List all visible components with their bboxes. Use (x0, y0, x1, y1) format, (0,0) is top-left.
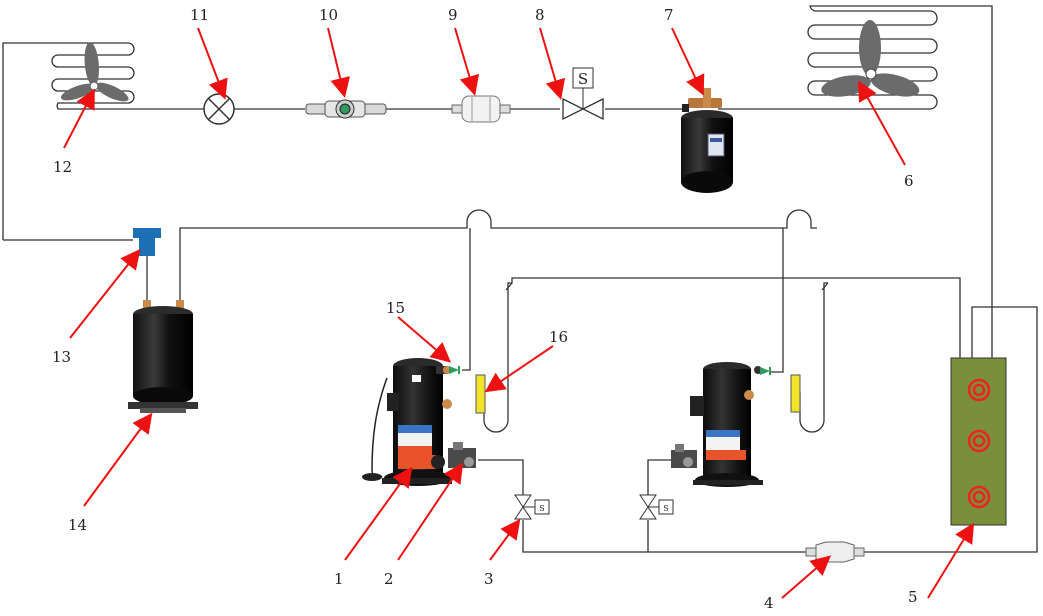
svg-text:S: S (578, 70, 588, 88)
label-2: 2 (384, 570, 394, 588)
label-5: 5 (908, 588, 918, 606)
label-4: 4 (764, 594, 774, 612)
oil-valve-block-2 (671, 444, 697, 468)
plate-heat-exchanger (950, 357, 1007, 526)
suction-accumulator-icon (128, 300, 198, 413)
discharge-sight-tube-1 (475, 374, 486, 414)
inline-filter-icon (805, 541, 865, 563)
callout-labels: 11 10 9 8 7 6 12 13 14 15 16 1 2 3 4 5 (52, 6, 918, 612)
label-12: 12 (53, 158, 72, 176)
oil-solenoid-valve-1: S (514, 494, 550, 520)
liquid-sight-glass-icon (305, 99, 387, 119)
oil-valve-block-1 (448, 442, 476, 468)
label-6: 6 (904, 172, 914, 190)
label-9: 9 (448, 6, 458, 24)
distributor-tee-icon (133, 228, 161, 256)
expansion-valve-icon (203, 93, 235, 125)
filter-drier-icon (451, 95, 511, 123)
callout-arrows (63, 27, 975, 599)
liquid-receiver-icon (681, 88, 733, 193)
label-7: 7 (664, 6, 674, 24)
evaporator-fan-icon (60, 42, 129, 102)
label-13: 13 (52, 348, 71, 366)
scroll-compressor-1 (362, 358, 452, 486)
scroll-compressor-2 (690, 362, 763, 487)
piping (2, 5, 1038, 553)
oil-solenoid-valve-2: S (639, 494, 674, 520)
label-10: 10 (319, 6, 338, 24)
label-11: 11 (190, 6, 209, 24)
solenoid-valve-icon: S (562, 67, 604, 121)
label-15: 15 (386, 299, 405, 317)
svg-text:S: S (539, 504, 544, 513)
discharge-sight-tube-2 (790, 374, 801, 413)
label-14: 14 (68, 516, 87, 534)
condenser-fan-icon (821, 20, 920, 97)
check-valve-1 (449, 366, 460, 374)
label-16: 16 (549, 328, 568, 346)
svg-text:S: S (663, 504, 668, 513)
label-8: 8 (535, 6, 545, 24)
label-1: 1 (334, 570, 344, 588)
check-valve-2 (760, 367, 771, 375)
label-3: 3 (484, 570, 494, 588)
